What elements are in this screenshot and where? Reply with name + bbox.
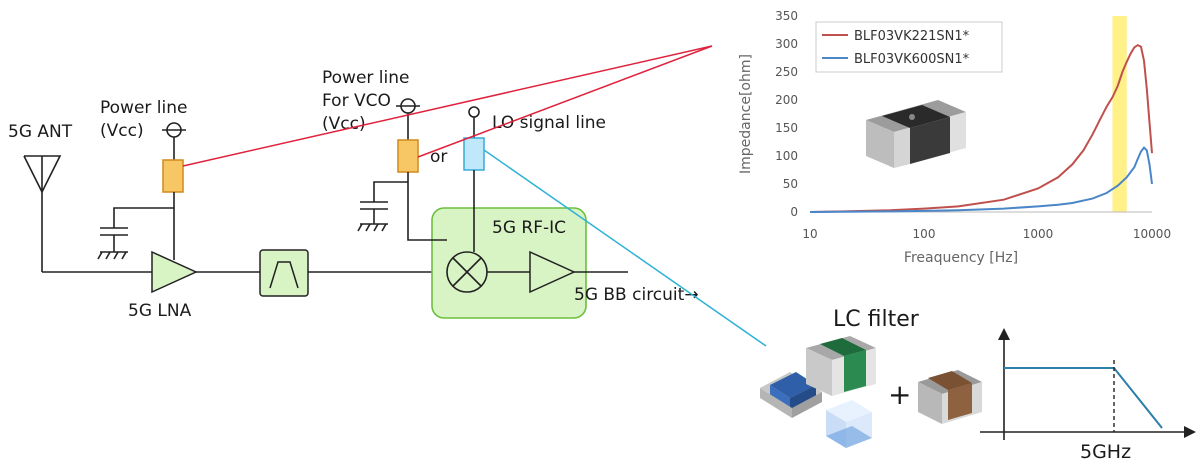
y-tick-label: 150 xyxy=(775,121,798,135)
red-callout-line-1 xyxy=(182,45,713,167)
power-line-label: Power line xyxy=(100,98,187,118)
antenna-symbol xyxy=(23,155,152,273)
y-axis-label: Impedance[ohm] xyxy=(738,54,754,174)
lc-filter-part-lo xyxy=(463,137,485,171)
bypass-capacitor-vco xyxy=(357,181,408,232)
vco-supply-wire xyxy=(407,172,447,241)
y-tick-label: 250 xyxy=(775,65,798,79)
series-line-1 xyxy=(809,43,1153,213)
power-line-vcc-label: (Vcc) xyxy=(100,121,144,141)
series-line-2 xyxy=(809,146,1153,213)
lowpass-response-graph: 5GHz xyxy=(980,328,1196,463)
capacitor-illustration xyxy=(918,370,982,424)
vcc-terminal-vco xyxy=(396,98,420,140)
vcc-terminal-lna xyxy=(162,122,186,160)
y-tick-label: 100 xyxy=(775,149,798,163)
y-tick-label: 50 xyxy=(783,177,798,191)
y-tick-label: 200 xyxy=(775,93,798,107)
bypass-capacitor-lna xyxy=(97,207,174,260)
antenna-label: 5G ANT xyxy=(8,122,73,142)
impedance-chart: 0 50 100 150 200 250 300 350 10 100 1000 10000 Imp… xyxy=(738,9,1171,266)
schematic: 5G ANT Power line (Vcc) 5G LNA xyxy=(8,45,767,347)
vco-vcc-label: (Vcc) xyxy=(322,114,366,134)
ferrite-bead-chip-illustration xyxy=(866,100,966,168)
cutoff-label: 5GHz xyxy=(1080,441,1131,463)
y-tick-label: 350 xyxy=(775,9,798,23)
wound-inductor-illustration xyxy=(760,372,822,418)
or-label: or xyxy=(430,147,447,167)
lc-filter-title: LC filter xyxy=(833,307,920,332)
rf-ic-label: 5G RF-IC xyxy=(492,218,566,238)
x-tick-label: 10000 xyxy=(1133,227,1171,241)
x-tick-label: 1000 xyxy=(1023,227,1054,241)
lc-filter-section: LC filter + xyxy=(760,307,1196,463)
bandpass-filter-symbol xyxy=(259,249,309,297)
rf-ic-block xyxy=(431,207,587,319)
chart-legend: BLF03VK221SN1* BLF03VK600SN1* xyxy=(815,21,1003,73)
response-curve xyxy=(1004,367,1163,429)
legend-label-series-2: BLF03VK600SN1* xyxy=(854,52,970,67)
x-tick-label: 100 xyxy=(913,227,936,241)
x-tick-label: 10 xyxy=(802,227,817,241)
vco-for-label: For VCO xyxy=(322,91,391,111)
y-axis-arrow-icon xyxy=(998,328,1010,340)
legend-label-series-1: BLF03VK221SN1* xyxy=(854,29,970,44)
if-amplifier-symbol xyxy=(529,250,576,294)
y-tick-label: 0 xyxy=(790,205,798,219)
translucent-component-illustration xyxy=(826,400,872,448)
lna-label: 5G LNA xyxy=(128,301,192,321)
vco-power-line-label: Power line xyxy=(322,68,409,88)
bb-circuit-label: 5G BB circuit→ xyxy=(574,285,699,305)
blue-callout-line xyxy=(483,149,767,347)
x-axis-label: Freaquency [Hz] xyxy=(904,250,1018,266)
ferrite-bead-vco xyxy=(397,139,419,173)
multilayer-inductor-illustration xyxy=(806,336,876,396)
x-axis-arrow-icon xyxy=(1184,426,1196,438)
lo-terminal xyxy=(468,106,480,138)
red-callout-line-2 xyxy=(417,45,713,158)
highlight-band xyxy=(1112,16,1127,212)
ferrite-bead-lna xyxy=(162,159,184,193)
plus-sign: + xyxy=(888,378,911,411)
lna-amplifier-symbol xyxy=(151,250,198,294)
y-tick-label: 300 xyxy=(775,37,798,51)
